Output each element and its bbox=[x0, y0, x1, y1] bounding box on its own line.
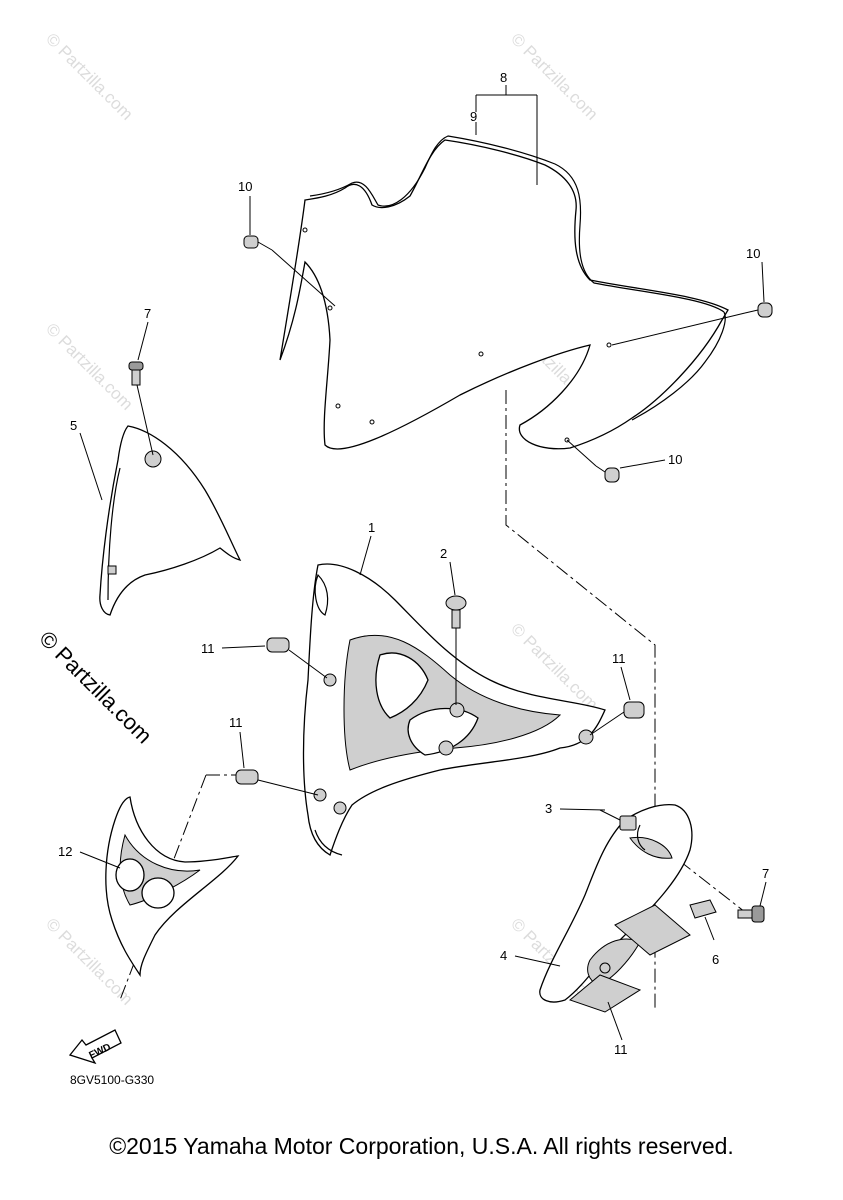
callout-12: 12 bbox=[58, 844, 72, 859]
screw-2 bbox=[445, 595, 467, 705]
bolt-10-left bbox=[243, 235, 336, 307]
callout-7: 7 bbox=[144, 306, 151, 321]
grommet-11-upper-left bbox=[266, 637, 328, 679]
callout-11: 11 bbox=[229, 715, 243, 730]
callout-8: 8 bbox=[500, 70, 507, 85]
callout-5: 5 bbox=[70, 418, 77, 433]
side-cover-4 bbox=[539, 804, 693, 1013]
watermark: © Partzilla.com bbox=[42, 319, 136, 413]
watermark: © Partzilla.com bbox=[42, 29, 136, 123]
copyright-notice: ©2015 Yamaha Motor Corporation, U.S.A. A… bbox=[109, 1133, 734, 1159]
callout-3: 3 bbox=[545, 801, 552, 816]
callout-11: 11 bbox=[614, 1042, 628, 1057]
callout-11: 11 bbox=[612, 651, 626, 666]
grommet-11-right bbox=[589, 701, 645, 736]
forward-arrow-icon: FWD bbox=[68, 1029, 122, 1065]
callout-4: 4 bbox=[500, 948, 507, 963]
windshield bbox=[279, 135, 729, 450]
callout-10: 10 bbox=[238, 179, 252, 194]
clip-3 bbox=[599, 809, 637, 831]
watermark: © Partzilla.com bbox=[507, 29, 601, 123]
bolt-10-right-upper bbox=[611, 302, 773, 346]
callout-1: 1 bbox=[368, 520, 375, 535]
callout-9: 9 bbox=[470, 109, 477, 124]
callout-10: 10 bbox=[668, 452, 682, 467]
callout-6: 6 bbox=[712, 952, 719, 967]
diagram-code: 8GV5100-G330 bbox=[70, 1073, 155, 1087]
leader-lines bbox=[79, 85, 767, 1041]
side-cover-5 bbox=[99, 425, 242, 616]
grommet-11-lower-left bbox=[235, 769, 319, 796]
callout-2: 2 bbox=[440, 546, 447, 561]
callout-7: 7 bbox=[762, 866, 769, 881]
callout-11: 11 bbox=[201, 641, 215, 656]
cowling-1 bbox=[302, 563, 606, 856]
watermark-large: © Partzilla.com bbox=[34, 626, 157, 749]
screw-7-top bbox=[128, 361, 154, 456]
screw-7-bottom bbox=[737, 905, 765, 923]
lower-cover-12 bbox=[105, 796, 240, 978]
callouts: 8 9 10 10 10 7 5 1 2 11 11 11 12 3 7 6 4… bbox=[58, 70, 769, 1057]
bolt-10-right-lower bbox=[566, 439, 620, 483]
callout-10: 10 bbox=[746, 246, 760, 261]
nut-6 bbox=[689, 899, 717, 941]
